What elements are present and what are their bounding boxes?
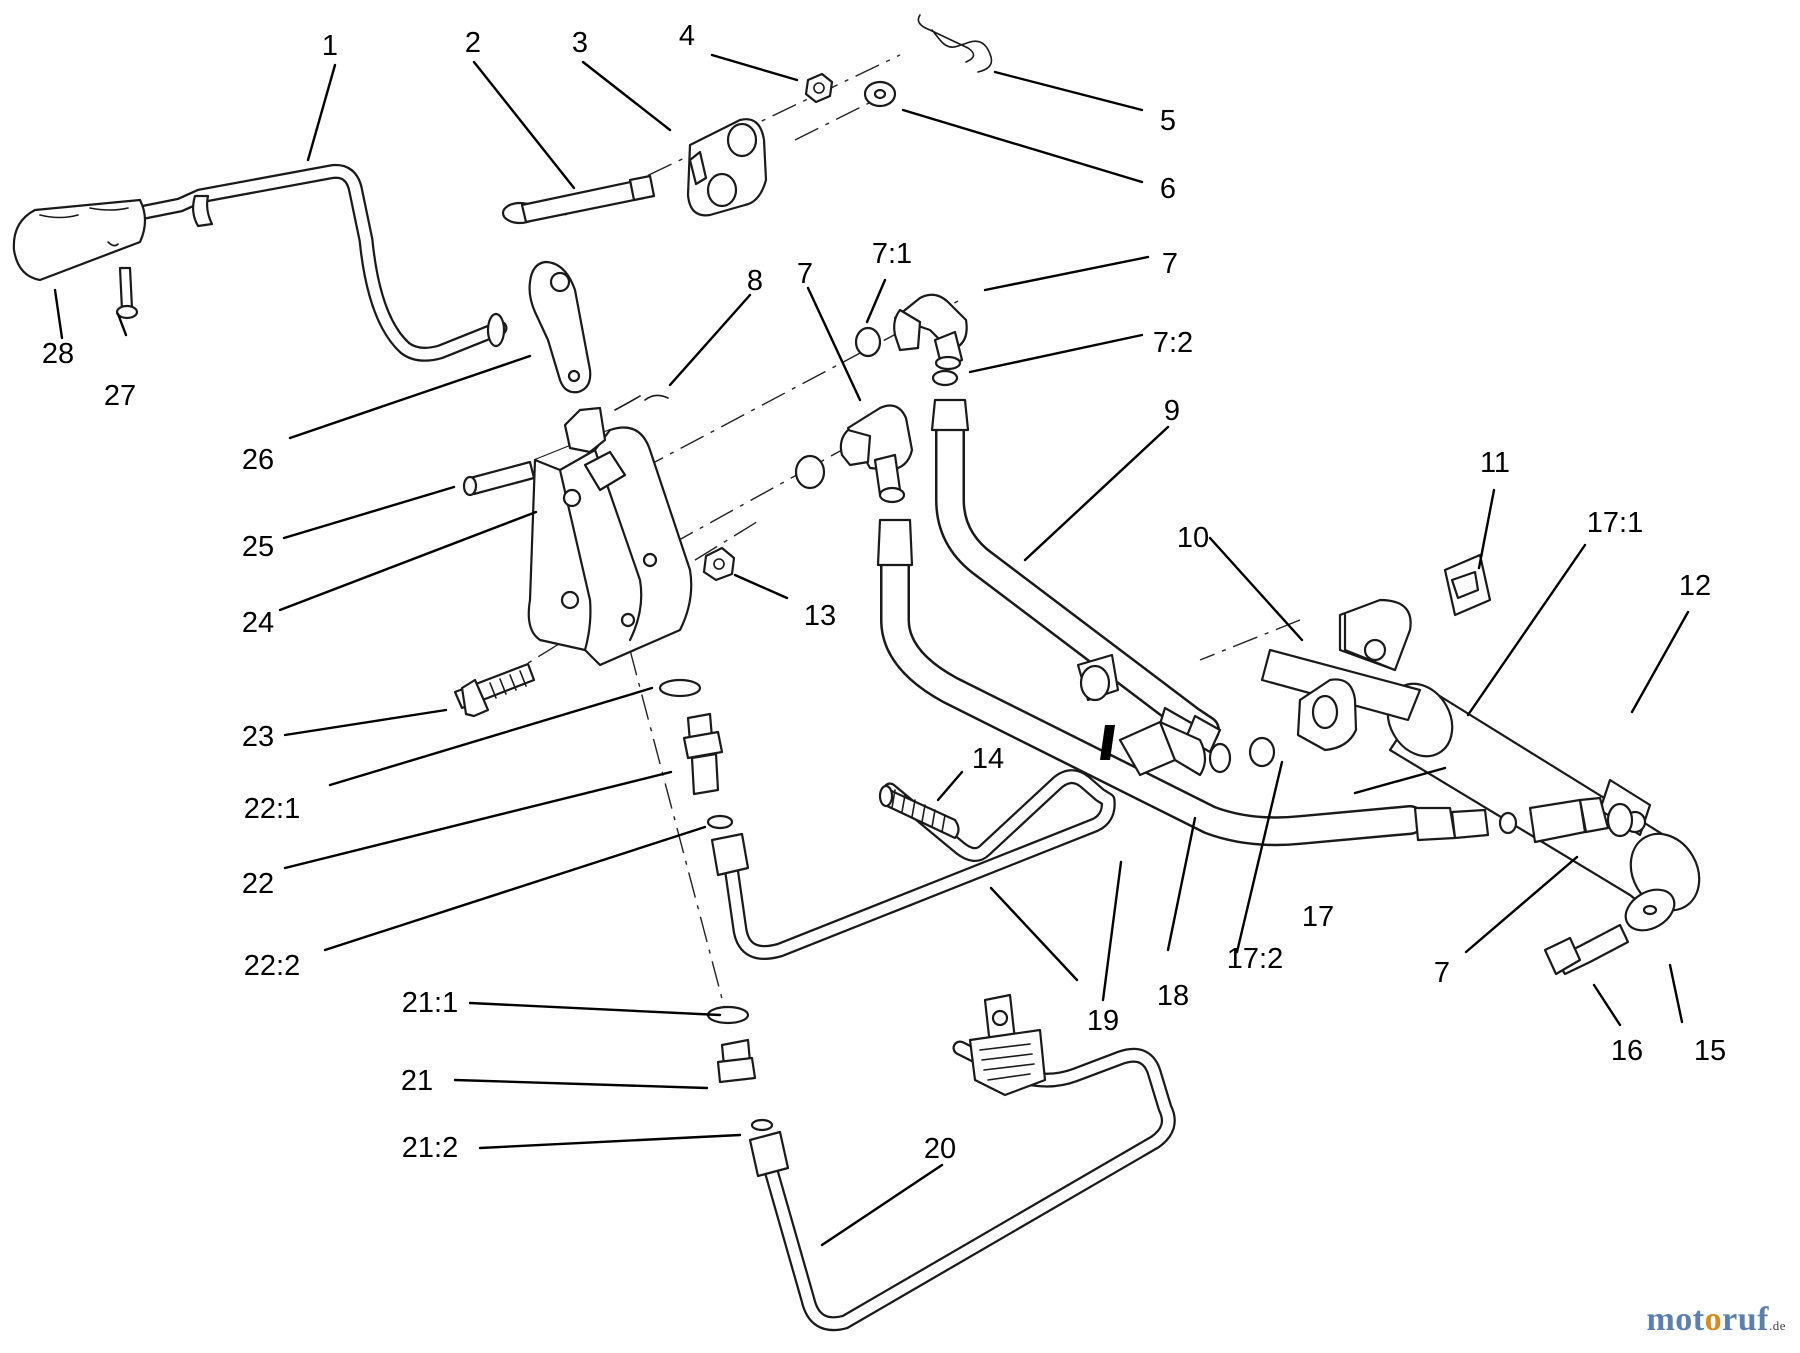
o-ring-22-2 (706, 814, 734, 830)
callout-21-2: 21:2 (402, 1132, 458, 1164)
callout-5: 5 (1160, 105, 1176, 137)
watermark-text-d: .de (1768, 1318, 1786, 1333)
hydraulic-tube-20 (748, 1040, 1176, 1332)
spring-pin (614, 394, 669, 411)
elbow-fitting-17 (1118, 720, 1232, 777)
flat-washer-upper (863, 80, 897, 108)
callout-16: 16 (1611, 1035, 1643, 1067)
callout-27: 27 (104, 380, 136, 412)
hex-nut-valve (702, 546, 736, 582)
tube-spring-guard (878, 784, 960, 840)
callout-26: 26 (242, 444, 274, 476)
callout-7-a: 7 (1162, 248, 1178, 280)
adapter-fitting-10 (1076, 653, 1120, 702)
tube-clamp-spring (968, 993, 1047, 1097)
callout-8: 8 (747, 265, 763, 297)
callout-20: 20 (924, 1133, 956, 1165)
callout-22-1: 22:1 (244, 793, 300, 825)
spool-pin (462, 460, 536, 497)
cylinder-bolt (1543, 923, 1630, 976)
watermark-logo: motoruf.de (1646, 1301, 1786, 1339)
straight-fitting-7 (1498, 796, 1634, 844)
callout-4: 4 (679, 20, 695, 52)
callout-7-c: 7 (1434, 957, 1450, 989)
watermark-text-b: o (1704, 1301, 1723, 1338)
callout-10: 10 (1177, 522, 1209, 554)
callout-1: 1 (322, 30, 338, 62)
callout-23: 23 (242, 721, 274, 753)
callout-28: 28 (42, 338, 74, 370)
watermark-text-c: ruf (1722, 1301, 1769, 1338)
lever-link-block (686, 118, 768, 217)
grip-rivet (115, 266, 139, 320)
callout-24: 24 (242, 607, 274, 639)
control-valve-body (527, 406, 693, 667)
callout-25: 25 (242, 531, 274, 563)
straight-adapter-21 (716, 1038, 757, 1084)
callout-9: 9 (1164, 395, 1180, 427)
grip-knob (12, 198, 147, 282)
callout-11: 11 (1480, 447, 1510, 479)
lift-cylinder (1260, 598, 1701, 913)
callout-17-2: 17:2 (1227, 943, 1283, 975)
valve-cap-screw (453, 662, 536, 718)
o-ring-17-2 (1100, 725, 1115, 760)
o-ring-22-1 (658, 678, 702, 698)
callout-22: 22 (242, 868, 274, 900)
hydraulic-tube-19 (710, 769, 1116, 960)
hydraulic-hose-18 (876, 518, 1490, 847)
lift-lever-handle (122, 163, 508, 362)
callout-6: 6 (1160, 173, 1176, 205)
callout-19: 19 (1087, 1005, 1119, 1037)
callout-7-2: 7:2 (1153, 327, 1193, 359)
callout-18: 18 (1157, 980, 1189, 1012)
o-ring-7-1 (854, 326, 882, 358)
leader-lines (53, 53, 1690, 1247)
callout-12: 12 (1679, 570, 1711, 602)
watermark-text-a: mot (1646, 1301, 1705, 1338)
o-ring-21-2 (750, 1118, 774, 1132)
callout-17-1: 17:1 (1587, 507, 1643, 539)
callout-14: 14 (972, 743, 1004, 775)
cylinder-clevis-bracket (1443, 553, 1492, 617)
elbow-fitting-upper (893, 293, 968, 371)
callout-7-1: 7:1 (872, 238, 912, 270)
o-ring-7-2 (931, 369, 959, 387)
hex-nut-upper (804, 72, 834, 104)
lever-bracket (528, 260, 592, 394)
cylinder-washer (1624, 888, 1676, 932)
callout-13: 13 (804, 600, 836, 632)
callout-2: 2 (465, 27, 481, 59)
callout-21: 21 (401, 1065, 433, 1097)
callout-15: 15 (1694, 1035, 1726, 1067)
elbow-fitting-lower (794, 404, 914, 497)
cylinder-spacer-bushing (1296, 678, 1358, 752)
callout-21-1: 21:1 (402, 987, 458, 1019)
hair-pin-clip (917, 14, 993, 73)
callout-3: 3 (572, 27, 588, 59)
pivot-pin (501, 174, 656, 225)
callout-17: 17 (1302, 901, 1334, 933)
callout-7-b: 7 (797, 258, 813, 290)
o-ring-lower (878, 486, 906, 504)
straight-adapter-22 (682, 712, 724, 796)
callout-labels: 1 2 3 4 5 6 7:1 7 7 7:2 8 9 10 11 17:1 1… (42, 20, 1726, 1165)
o-ring-17-1 (1248, 736, 1276, 768)
callout-22-2: 22:2 (244, 950, 300, 982)
